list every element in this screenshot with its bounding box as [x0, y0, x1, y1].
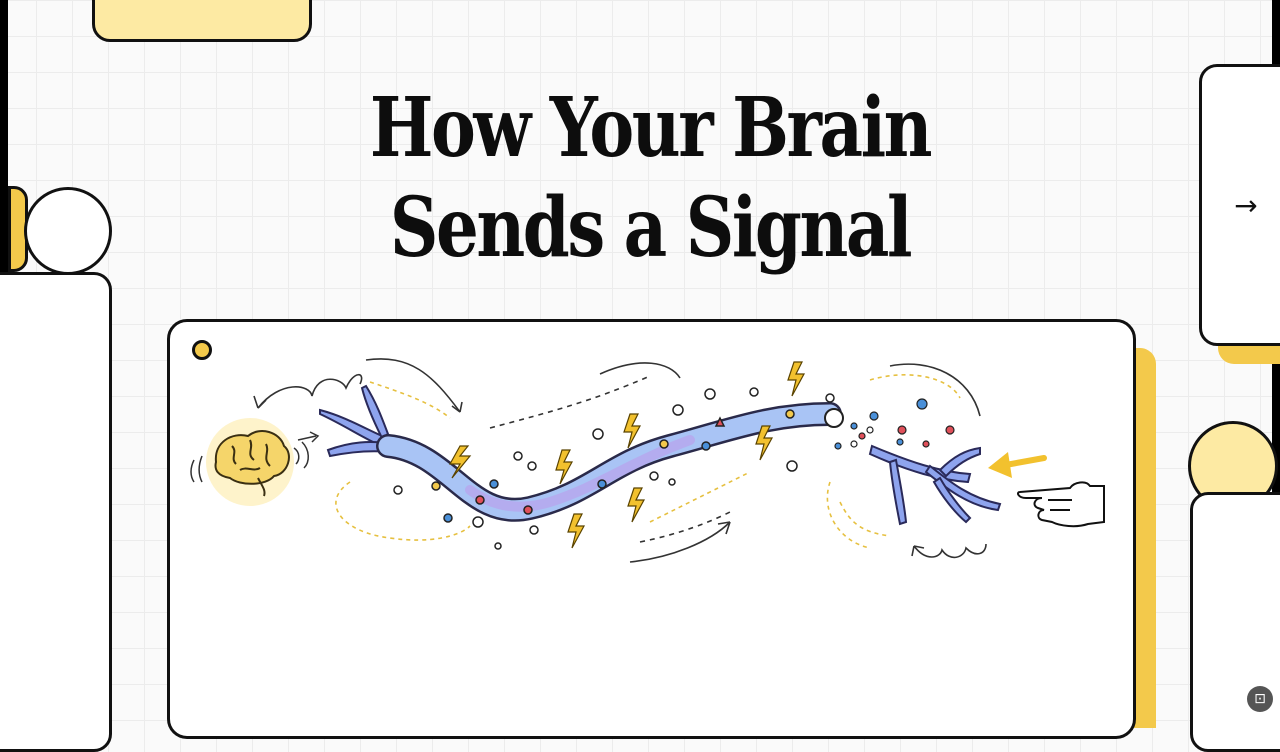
next-slide-card[interactable] — [1199, 64, 1280, 346]
dashed-arc-bottom — [639, 511, 731, 543]
yellow-dashed-swirls — [335, 374, 961, 549]
axon-terminal — [824, 408, 844, 428]
arc-arrow-bottom-head — [717, 521, 731, 535]
slide-title: How Your Brain Sends a Signal — [369, 80, 933, 276]
curly-arrow-head — [253, 395, 267, 409]
arc-arrow-bottom — [629, 521, 731, 563]
floating-particles — [393, 387, 835, 550]
arc-top-right — [889, 363, 981, 417]
top-decor-tab — [92, 0, 312, 42]
card-decor-dot — [192, 340, 212, 360]
left-decor-circle — [24, 187, 112, 275]
curly-arrow-bottom-right-head — [911, 545, 925, 557]
arc-arrow-top — [365, 358, 461, 413]
vibration-lines-left — [190, 455, 203, 483]
vibration-lines-right — [293, 441, 309, 469]
curly-arrow-top-left — [257, 373, 363, 409]
right-lower-card — [1190, 492, 1280, 752]
arrow-right-icon[interactable]: → — [1234, 189, 1258, 222]
curly-arrow-bottom-right — [913, 543, 987, 559]
neuron-illustration — [190, 358, 1105, 563]
previous-slide-card[interactable] — [0, 272, 112, 752]
axon-highlight — [465, 435, 695, 512]
dashed-arc-top — [489, 375, 651, 429]
brain-icon — [214, 430, 290, 497]
dendrites-right — [868, 444, 1002, 526]
caption-icon[interactable]: ⊡ — [1247, 686, 1273, 712]
yellow-arrow-icon — [988, 452, 1047, 478]
arc-arrow-head — [451, 401, 463, 413]
brain-arrow — [297, 431, 320, 443]
pointing-hand-icon — [1017, 481, 1105, 528]
synapse-particles — [834, 398, 955, 450]
main-illustration-card — [167, 319, 1136, 739]
lightning-bolt-icons — [448, 361, 806, 549]
axon-signal-dots — [431, 409, 795, 515]
arc-top-middle — [599, 362, 681, 379]
